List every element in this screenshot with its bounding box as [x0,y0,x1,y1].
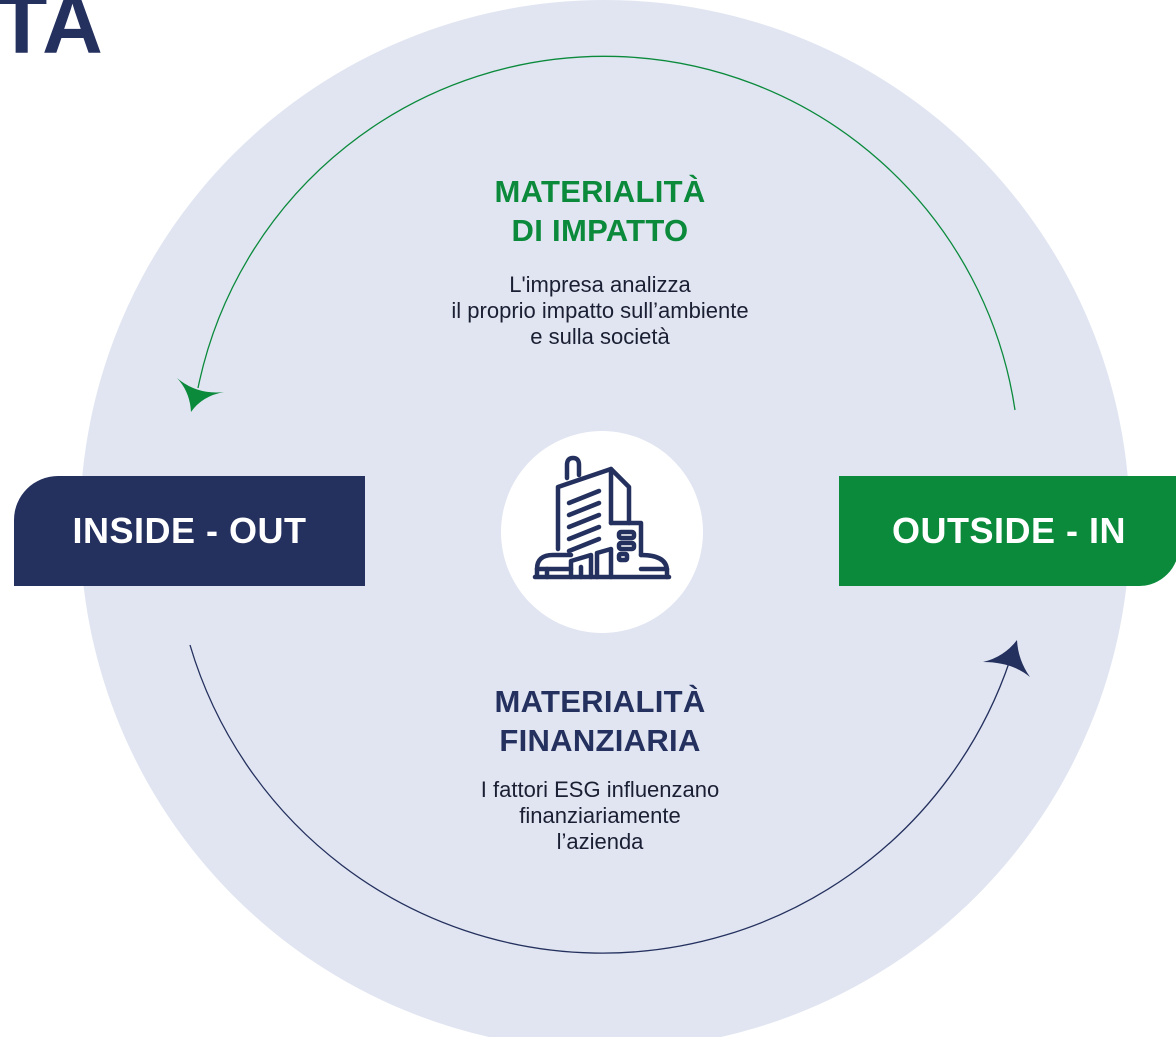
financial-materiality-block: MATERIALITÀ FINANZIARIA I fattori ESG in… [380,682,820,855]
impact-heading-line: DI IMPATTO [511,213,689,248]
financial-description-line: finanziariamente [519,803,681,828]
financial-heading: MATERIALITÀ FINANZIARIA [380,682,820,760]
financial-description-line: l’azienda [556,829,644,854]
financial-heading-line: MATERIALITÀ [494,684,706,719]
impact-description-line: il proprio impatto sull’ambiente [451,298,749,323]
inside-out-label: INSIDE - OUT [14,476,365,586]
financial-heading-line: FINANZIARIA [499,723,701,758]
office-building-icon [532,455,672,580]
center-badge [501,431,703,633]
financial-description: I fattori ESG influenzano finanziariamen… [380,777,820,855]
outside-in-label: OUTSIDE - IN [839,476,1176,586]
impact-materiality-block: MATERIALITÀ DI IMPATTO L'impresa analizz… [380,172,820,350]
impact-heading-line: MATERIALITÀ [494,174,706,209]
page-title-fragment: TA [0,0,104,71]
impact-description-line: L'impresa analizza [509,272,691,297]
impact-heading: MATERIALITÀ DI IMPATTO [380,172,820,250]
impact-arc [197,55,1016,411]
impact-arrowhead-icon [177,378,224,412]
financial-arrowhead-icon [983,640,1030,677]
impact-description-line: e sulla società [530,324,670,349]
financial-description-line: I fattori ESG influenzano [480,777,720,802]
impact-description: L'impresa analizza il proprio impatto su… [380,272,820,350]
financial-arc [189,644,1011,954]
